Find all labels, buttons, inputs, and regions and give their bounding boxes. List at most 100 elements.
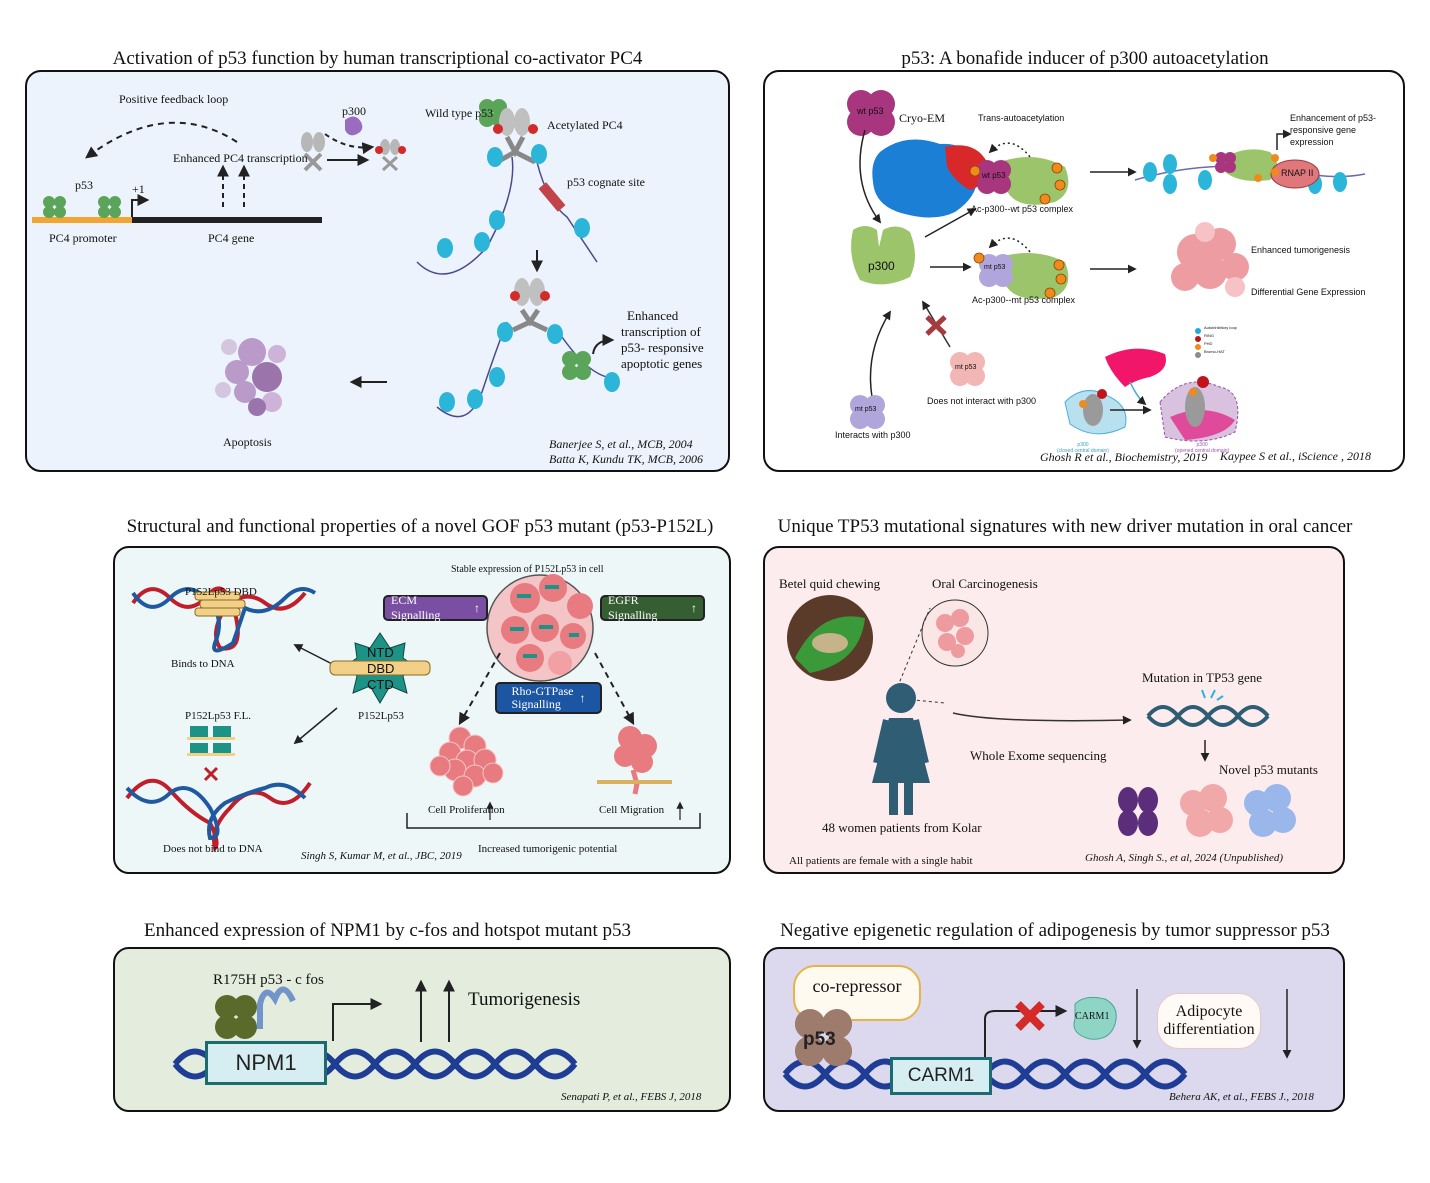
rnap-icon <box>1270 159 1320 189</box>
c-fos-icon <box>257 986 296 1029</box>
ctd-label: CTD <box>367 677 394 692</box>
panel4-graphics <box>787 595 1296 837</box>
mt-p53-purple-label: mt p53 <box>855 406 877 413</box>
complex-label: R175H p53 - c fos <box>213 972 324 988</box>
nucleosome-icon <box>489 367 505 387</box>
nucleosome-icon <box>474 232 490 252</box>
acetylated-pc4-label: Acetylated PC4 <box>547 118 623 132</box>
nucleosome-icon <box>574 218 590 238</box>
carm1-protein-icon <box>1073 996 1117 1040</box>
label-line: expression <box>1290 137 1334 147</box>
citation: Behera AK, et al., FEBS J., 2018 <box>1169 1091 1314 1103</box>
nucleosome-icon <box>531 144 547 164</box>
blocked-x-icon <box>1015 1001 1045 1031</box>
proliferation-cluster-icon <box>429 726 504 797</box>
citation: Senapati P, et al., FEBS J, 2018 <box>561 1091 702 1103</box>
fl-tetramer-icon <box>190 726 231 755</box>
pc4-gene-bar <box>132 217 322 223</box>
label-line: p53- responsive <box>621 340 704 355</box>
legend-label: RING <box>1204 333 1214 338</box>
p53-label: p53 <box>803 1029 836 1050</box>
fl-label: P152Lp53 F.L. <box>185 710 252 722</box>
closed-domain-label: p300 (closed central domain) <box>1057 442 1109 454</box>
transcription-arrow <box>332 998 383 1041</box>
rnap-label: RNAP II <box>1281 168 1314 178</box>
wild-type-label: Wild type p53 <box>425 106 494 120</box>
chromatin-top <box>416 99 598 275</box>
interacts-label: Interacts with p300 <box>835 430 911 440</box>
panel2-title: p53: A bonafide inducer of p300 autoacet… <box>901 48 1269 69</box>
proliferation-label: Cell Proliferation <box>428 804 505 816</box>
egfr-signalling-badge: EGFR Signalling↑ <box>600 593 705 622</box>
wt-complex-label: Ac-p300--wt p53 complex <box>971 204 1074 214</box>
tss-label: +1 <box>132 182 145 196</box>
dbd-label: P152Lp53 DBD <box>185 586 257 598</box>
mutant-p53-purple-icon <box>1118 787 1158 836</box>
p53-tetramer-icon <box>98 196 121 218</box>
label-line: Adipocyte <box>1175 1003 1243 1020</box>
panel6-carm1: co-repressor p53 CARM1 CARM1 Adipocyte d… <box>763 947 1345 1112</box>
oral-tissue-icon <box>921 599 989 667</box>
enhanced-pc4-label: Enhanced PC4 transcription <box>173 151 308 165</box>
label-line: Enhanced <box>627 308 679 323</box>
dna-helix-icon <box>1146 705 1270 727</box>
panel5-npm1: NPM1 R175H p53 - c fos Tumorigenesis Sen… <box>113 947 731 1112</box>
citation: Kaypee S et al., iScience , 2018 <box>1220 449 1371 463</box>
cognate-site-label: p53 cognate site <box>567 175 645 189</box>
nucleosome-icon <box>1163 154 1177 174</box>
nucleosome-icon <box>547 324 563 344</box>
label-line: Enhancement of p53- <box>1290 113 1377 123</box>
opened-domain-label: p300 (opened central domain) <box>1175 442 1229 454</box>
no-interaction-x-icon <box>925 315 947 336</box>
panel2-p300: wt p53 Cryo-EM Trans-autoacetylation wt … <box>763 70 1405 472</box>
citation: Batta K, Kundu TK, MCB, 2006 <box>549 452 704 466</box>
r175h-p53-icon <box>215 995 257 1039</box>
binds-dna-label: Binds to DNA <box>171 658 235 670</box>
label-line: Signalling <box>511 697 561 711</box>
chromatin-bottom <box>436 278 620 418</box>
p300-icon <box>851 226 915 285</box>
label-line: responsive gene <box>1290 125 1357 135</box>
label-line: (closed central domain) <box>1057 448 1109 454</box>
p53-label: p53 <box>75 178 93 192</box>
p152l-label: P152Lp53 <box>358 710 404 722</box>
wes-label: Whole Exome sequencing <box>970 748 1107 763</box>
p300-icon <box>345 116 363 136</box>
p53-tetramer-shape <box>1105 348 1166 387</box>
migration-icon <box>614 726 657 795</box>
feedback-label: Positive feedback loop <box>119 92 229 106</box>
carm1-gene-box: CARM1 <box>890 1057 992 1095</box>
citation: Singh S, Kumar M, et al., JBC, 2019 <box>301 850 462 862</box>
transcription-arrow <box>984 1005 1068 1061</box>
nucleosome-icon <box>497 322 513 342</box>
label-line: p300 <box>1077 442 1089 448</box>
betel-label: Betel quid chewing <box>779 576 881 591</box>
mt-p53-pink-label: mt p53 <box>955 364 977 371</box>
ntd-label: NTD <box>367 645 394 660</box>
panel5-graphics <box>172 979 578 1080</box>
mt-p53-purple-icon <box>850 395 885 429</box>
carm1-protein-label: CARM1 <box>1075 1011 1110 1022</box>
dbd-domain-label: DBD <box>367 661 395 676</box>
up-arrow-icon: ↑ <box>474 600 480 615</box>
nucleosome-icon <box>1143 162 1157 182</box>
cryo-em-label: Cryo-EM <box>899 111 945 125</box>
citation: Banerjee S, et al., MCB, 2004 <box>549 437 693 451</box>
panel3-graphics <box>125 574 701 852</box>
pc4-promoter-bar <box>32 217 132 223</box>
mt-complex-label: Ac-p300--mt p53 complex <box>972 295 1076 305</box>
dna-bound-icon <box>131 586 317 653</box>
citation: Ghosh R et al., Biochemistry, 2019 <box>1040 450 1208 464</box>
label-line: Rho-GTPase <box>511 684 574 698</box>
nucleosome-icon <box>439 392 455 412</box>
npm1-gene-box: NPM1 <box>205 1041 327 1085</box>
label-line: apoptotic genes <box>621 356 703 371</box>
no-bind-label: Does not bind to DNA <box>163 843 263 855</box>
panel3-gof-mutant: P152Lp53 DBD Binds to DNA Stable express… <box>113 546 731 874</box>
panel4-title: Unique TP53 mutational signatures with n… <box>777 516 1353 537</box>
panel1-title: Activation of p53 function by human tran… <box>112 48 643 69</box>
wt-p53-icon <box>847 90 895 136</box>
co-repressor-label: co-repressor <box>812 975 902 996</box>
